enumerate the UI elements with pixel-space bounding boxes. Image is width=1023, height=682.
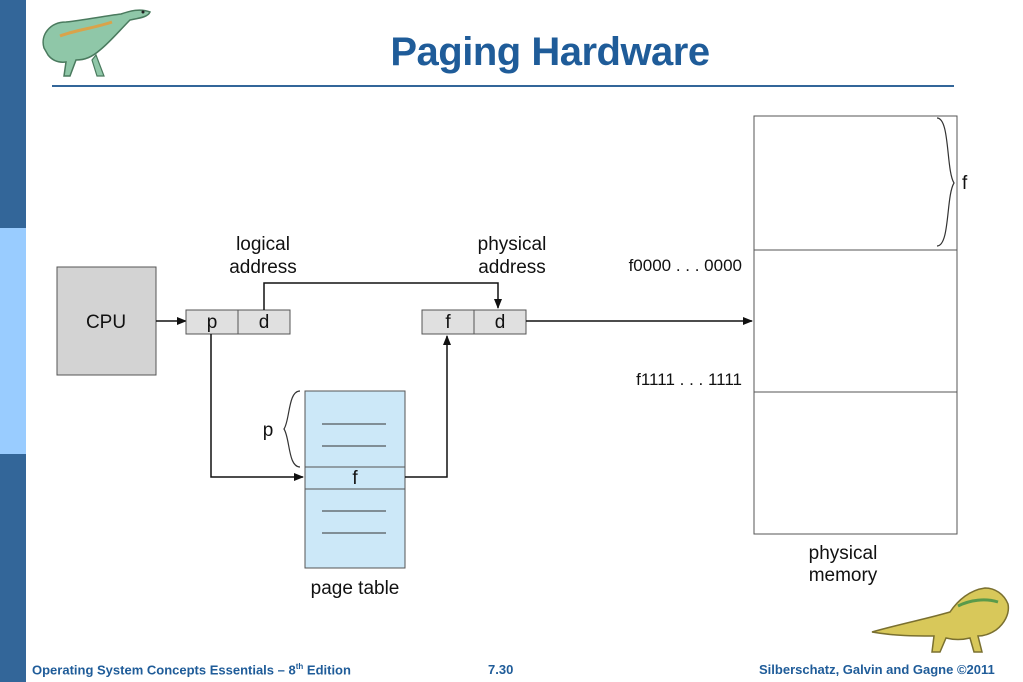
sidebar-top-band	[0, 0, 26, 228]
physical-f-label: f	[445, 312, 451, 333]
footer-edition-superscript: th	[295, 662, 304, 671]
physical-f-cell	[421, 309, 475, 335]
physical-d-label: d	[495, 312, 506, 333]
footer-page-number: 7.30	[488, 662, 514, 677]
page-table-box	[304, 390, 406, 569]
physical-address-register: f d	[421, 309, 527, 335]
footer-book-title-text: Operating System Concepts Essentials – 8	[32, 662, 296, 678]
logical-address-label-line2: address	[229, 257, 297, 278]
page-table-p-brace	[283, 390, 301, 468]
frame-label: f	[962, 173, 968, 194]
logical-d-label: d	[259, 312, 270, 333]
frame-number-arrow	[405, 335, 451, 478]
dinosaur-logo-icon	[42, 9, 151, 77]
offset-copy-arrow	[263, 282, 502, 310]
physical-address-label-line1: physical	[478, 234, 547, 255]
logical-p-label: p	[207, 312, 218, 333]
frame-range-end: f1111 . . . 1111	[636, 370, 742, 389]
logical-address-label-line1: logical	[236, 234, 290, 255]
sidebar-middle-band	[0, 228, 26, 454]
page-index-arrow	[210, 334, 304, 481]
physical-d-cell	[473, 309, 527, 335]
sidebar-bottom-band	[0, 454, 26, 682]
footer-edition-text: Edition	[303, 662, 351, 678]
logical-address-register: p d	[185, 309, 291, 335]
logical-d-cell	[237, 309, 291, 335]
logical-p-cell	[185, 309, 239, 335]
frame-range-start: f0000 . . . 0000	[629, 256, 742, 275]
physical-memory-box	[753, 115, 958, 535]
title-divider	[52, 85, 954, 87]
cpu-label: CPU	[86, 312, 126, 333]
page-table: f	[304, 390, 406, 569]
slide-title: Paging Hardware	[390, 30, 710, 74]
physical-memory-caption-line1: physical	[809, 543, 878, 564]
footer-book-title: Operating System Concepts Essentials – 8…	[32, 662, 351, 677]
footer-copyright: Silberschatz, Galvin and Gagne ©2011	[759, 662, 995, 677]
dinosaur-bottom-right-icon	[871, 587, 1010, 653]
page-table-p-label: p	[263, 420, 274, 441]
physical-memory-caption-line2: memory	[809, 565, 878, 586]
physical-memory	[753, 115, 958, 535]
page-table-caption: page table	[311, 578, 400, 599]
frame-brace	[936, 117, 955, 247]
page-table-f-entry: f	[352, 468, 358, 489]
physical-address-label-line2: address	[478, 257, 546, 278]
